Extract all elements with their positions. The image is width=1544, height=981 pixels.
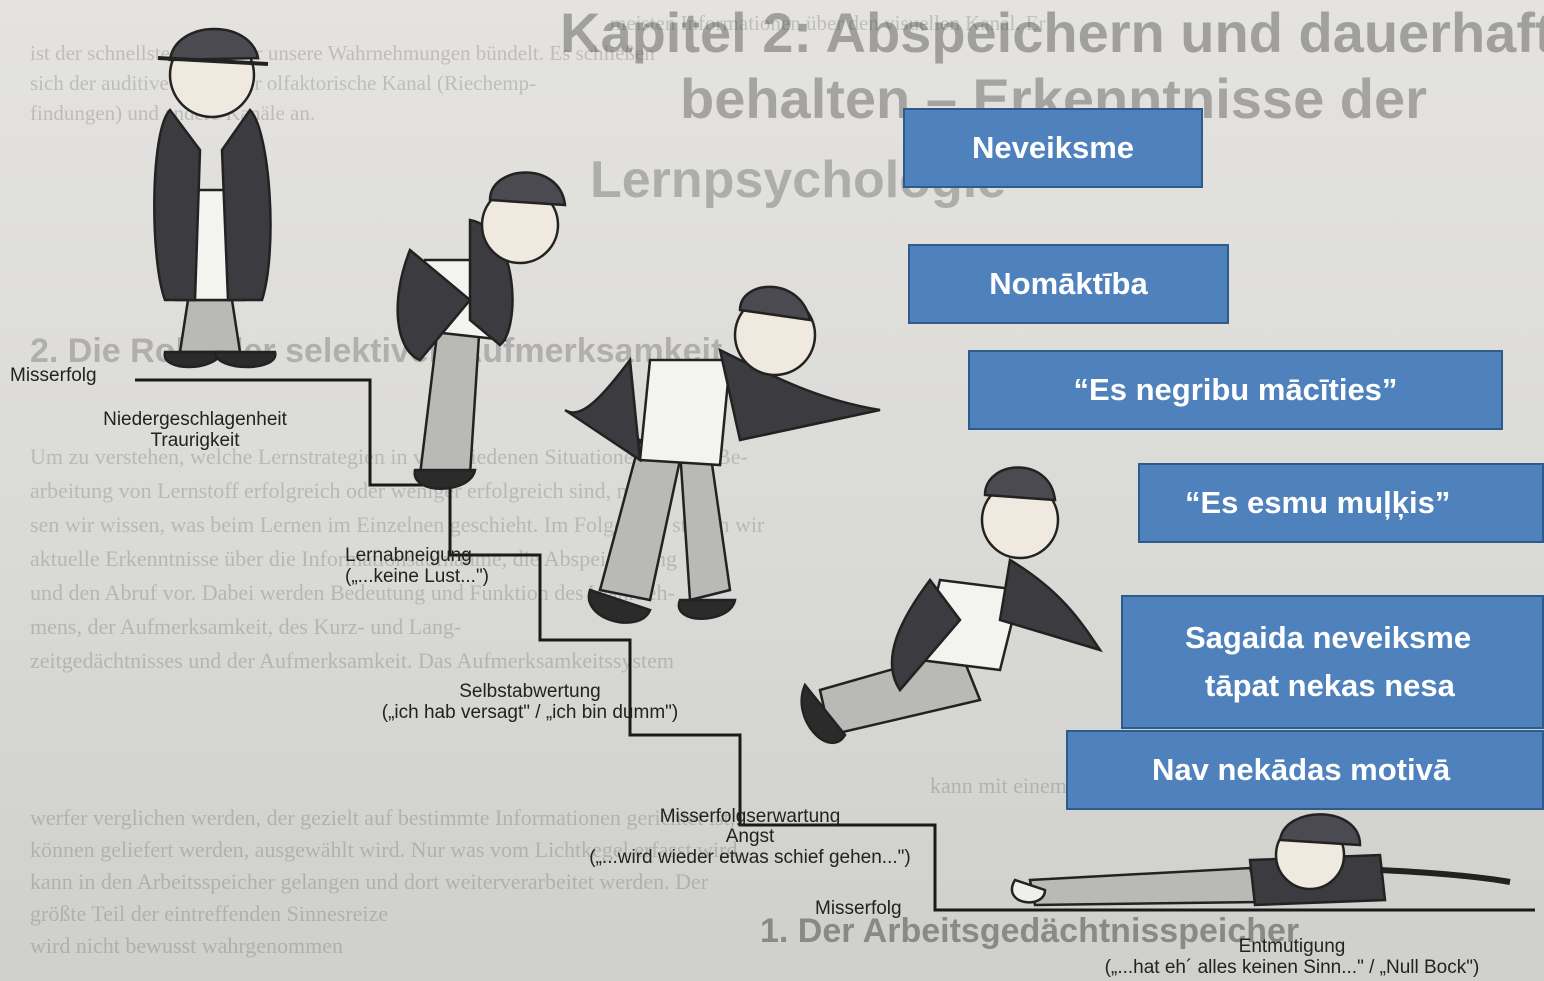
background-text-line: und den Abruf vor. Dabei werden Bedeutun… bbox=[30, 580, 675, 605]
callout-nomaktiba: Nomāktība bbox=[908, 244, 1229, 324]
boy-bending bbox=[396, 171, 567, 490]
background-text-line: werfer verglichen werden, der gezielt au… bbox=[30, 805, 736, 830]
background-text-line: größte Teil der eintreffenden Sinnesreiz… bbox=[30, 901, 389, 926]
background-text-line: arbeitung von Lernstoff erfolgreich oder… bbox=[30, 478, 661, 503]
step4-label-line2: Angst bbox=[725, 826, 775, 847]
step3-label-line2: („ich hab versagt" / „ich bin dumm") bbox=[381, 702, 679, 723]
callout-sagaida-line2: tāpat nekas nesa bbox=[1205, 668, 1455, 703]
step1-label: Misserfolg bbox=[10, 365, 97, 386]
final-label-line2: („...hat eh´ alles keinen Sinn..." / „Nu… bbox=[1104, 957, 1480, 978]
step4-label-line3: („...wird wieder etwas schief gehen...") bbox=[589, 847, 911, 868]
step1-feelings-line2: Traurigkeit bbox=[150, 430, 240, 451]
step2-label-line1: Lernabneigung bbox=[345, 545, 472, 566]
boy-lying-down bbox=[1010, 813, 1511, 907]
background-text-line: meisten Informationen über den visuellen… bbox=[610, 11, 1046, 35]
background-text-line: können geliefert werden, ausgewählt wird… bbox=[30, 837, 743, 862]
background-heading-line1: Kapitel 2: Abspeichern und dauerhaft bbox=[560, 1, 1544, 64]
callout-neveiksme: Neveiksme bbox=[903, 108, 1203, 188]
step3-label-line1: Selbstabwertung bbox=[459, 681, 601, 702]
background-bottom-heading: 1. Der Arbeitsgedächtnisspeicher bbox=[760, 912, 1300, 950]
background-text-line: wird nicht bewusst wahrgenommen bbox=[30, 933, 344, 958]
boy-standing-sad bbox=[153, 27, 277, 369]
step4-label-line1: Misserfolgserwartung bbox=[659, 806, 841, 827]
background-text-line: kann in den Arbeitsspeicher gelangen und… bbox=[30, 869, 709, 894]
callout-sagaida-line1: Sagaida neveiksme bbox=[1185, 620, 1472, 655]
callout-sagaida-neveiksmi: Sagaida neveiksme tāpat nekas nesa bbox=[1121, 595, 1544, 729]
callout-nav-motivacijas: Nav nekādas motivā bbox=[1066, 730, 1544, 810]
background-text-line: mens, der Aufmerksamkeit, des Kurz- und … bbox=[30, 614, 462, 639]
final-label-line1: Entmutigung bbox=[1238, 936, 1346, 957]
staircase-line bbox=[135, 378, 1535, 912]
step1-feelings-line1: Niedergeschlagenheit bbox=[103, 409, 287, 430]
background-low-paragraph: kann mit einem Schein- werfer verglichen… bbox=[30, 770, 1140, 962]
step2-label-line2: („...keine Lust...") bbox=[345, 566, 490, 587]
background-text-line: aktuelle Erkenntnisse über die Informati… bbox=[30, 546, 677, 571]
background-text-line: zeitgedächtnisses und der Aufmerksamkeit… bbox=[30, 648, 674, 673]
callout-negribu-macities: “Es negribu mācīties” bbox=[968, 350, 1503, 430]
background-text-line: ist der schnellste Kanal, der unsere Wah… bbox=[30, 41, 655, 65]
boy-falling bbox=[800, 466, 1103, 744]
step5-label: Misserfolg bbox=[815, 898, 902, 919]
background-subheading: 2. Die Rolle der selektiven Aufmerksamke… bbox=[30, 332, 723, 370]
background-text-line: sich der auditive Kanal, der olfaktorisc… bbox=[30, 71, 537, 95]
boy-stumbling bbox=[564, 285, 881, 624]
callout-esmu-mulkis: “Es esmu muļķis” bbox=[1138, 463, 1544, 543]
